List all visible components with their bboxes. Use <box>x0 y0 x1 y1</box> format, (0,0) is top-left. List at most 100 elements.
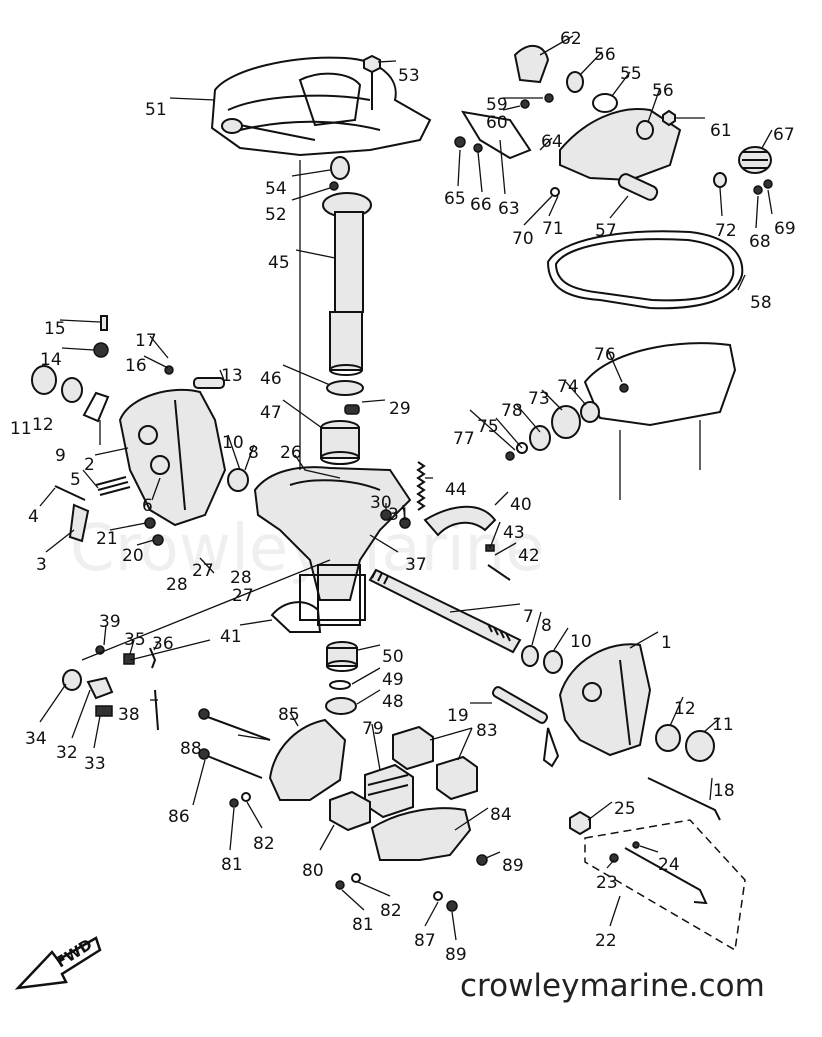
callout-59: 59 <box>486 95 508 115</box>
part-69 <box>763 179 773 189</box>
part-84-cover <box>370 807 472 861</box>
callout-56: 56 <box>652 81 674 101</box>
callout-71: 71 <box>542 219 564 239</box>
part-79-damper <box>364 763 414 819</box>
part-1-lever <box>542 727 560 768</box>
callout-11: 11 <box>10 419 32 439</box>
part-8-bushing <box>521 645 539 667</box>
part-65 <box>454 136 466 148</box>
callout-3: 3 <box>36 555 47 575</box>
part-51-steering-bracket <box>210 56 432 157</box>
part-10-washer <box>543 650 563 674</box>
part-50-bushing <box>326 641 358 672</box>
callout-42: 42 <box>518 546 540 566</box>
part-18-bolt <box>647 777 721 821</box>
part-42-bolt <box>487 564 511 581</box>
callout-23: 23 <box>596 873 618 893</box>
callout-12: 12 <box>674 699 696 719</box>
callout-89: 89 <box>502 856 524 876</box>
part-46-washer <box>326 380 364 396</box>
part-89-nut-b <box>446 900 458 912</box>
callout-58: 58 <box>750 293 772 313</box>
callout-8: 8 <box>541 616 552 636</box>
part-68 <box>753 185 763 195</box>
callout-74: 74 <box>557 377 579 397</box>
callout-34: 34 <box>25 729 47 749</box>
part-89-nut <box>476 854 488 866</box>
callout-35: 35 <box>124 630 146 650</box>
callout-27: 27 <box>232 586 254 606</box>
callout-44: 44 <box>445 480 467 500</box>
part-19-pin <box>491 686 549 724</box>
callout-82: 82 <box>253 834 275 854</box>
part-11-nut <box>31 365 57 395</box>
callout-36: 36 <box>152 634 174 654</box>
part-67-grommet <box>738 146 772 174</box>
part-83-block-a <box>392 725 434 771</box>
part-22-kit-box <box>584 819 746 952</box>
part-9-plate <box>82 391 110 423</box>
callout-64: 64 <box>541 132 563 152</box>
callout-6: 6 <box>142 496 153 516</box>
callout-87: 87 <box>414 931 436 951</box>
callout-75: 75 <box>477 417 499 437</box>
part-66 <box>473 143 483 153</box>
fwd-arrow: FWD <box>14 935 102 990</box>
callout-12: 12 <box>32 415 54 435</box>
leader-lines <box>39 35 773 941</box>
part-59 <box>544 93 554 103</box>
part-60 <box>520 99 530 109</box>
part-13-pin <box>193 377 225 389</box>
callout-17: 17 <box>135 331 157 351</box>
part-53-bolt <box>363 54 381 110</box>
part-81-screw <box>229 798 239 808</box>
part-32 <box>86 676 114 700</box>
callout-22: 22 <box>595 931 617 951</box>
part-22-rod <box>624 847 708 905</box>
part-21 <box>144 517 156 529</box>
part-38-rod <box>154 689 159 731</box>
part-76-screw <box>619 383 629 393</box>
callout-61: 61 <box>710 121 732 141</box>
callout-38: 38 <box>118 705 140 725</box>
callout-60: 60 <box>486 113 508 133</box>
part-2-clamp-bracket-left <box>118 388 227 527</box>
callout-24: 24 <box>658 855 680 875</box>
part-41-plate <box>270 601 322 633</box>
callout-32: 32 <box>56 743 78 763</box>
part-12-washer-right <box>655 724 681 752</box>
part-80-block <box>329 790 371 832</box>
part-1-clamp-bracket-right <box>558 643 652 757</box>
callout-85: 85 <box>278 705 300 725</box>
part-12-washer <box>61 377 83 403</box>
callout-30: 30 <box>370 493 392 513</box>
callout-69: 69 <box>774 219 796 239</box>
part-56-washer-b <box>636 120 654 140</box>
callout-1: 1 <box>661 633 672 653</box>
part-87-washer <box>433 891 443 901</box>
part-76-plate <box>583 342 737 427</box>
part-8-bushing-left <box>227 468 249 492</box>
callout-27: 27 <box>192 561 214 581</box>
callout-13: 13 <box>221 366 243 386</box>
callout-47: 47 <box>260 403 282 423</box>
callout-83: 83 <box>476 721 498 741</box>
callout-62: 62 <box>560 29 582 49</box>
callout-89: 89 <box>445 945 467 965</box>
callout-80: 80 <box>302 861 324 881</box>
part-73-grommet <box>551 405 581 439</box>
callout-51: 51 <box>145 100 167 120</box>
part-55-upper-mount <box>559 93 682 182</box>
part-52-washer <box>329 181 339 191</box>
part-81-screw-b <box>335 880 345 890</box>
callout-19: 19 <box>447 706 469 726</box>
part-48-washer <box>325 697 357 715</box>
part-3-handle <box>68 503 90 543</box>
part-49-o-ring <box>329 680 351 690</box>
callout-73: 73 <box>528 389 550 409</box>
callout-55: 55 <box>620 64 642 84</box>
site-url[interactable]: crowleymarine.com <box>460 968 765 1004</box>
part-15-pin <box>100 315 108 331</box>
callout-43: 43 <box>503 523 525 543</box>
callout-81: 81 <box>352 915 374 935</box>
